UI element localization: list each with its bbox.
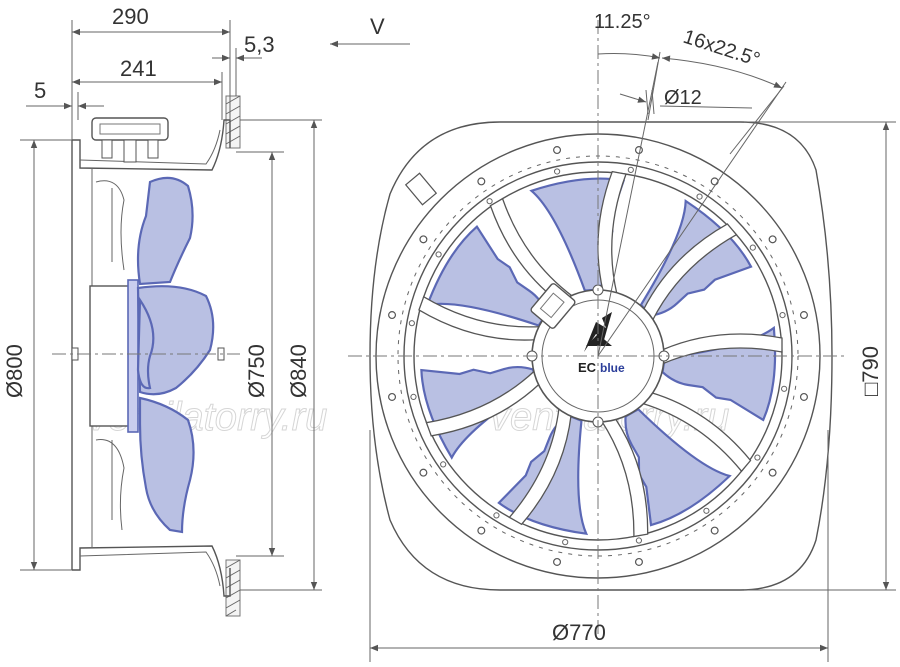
bolt-hole [799, 311, 808, 320]
dim-hole-dia: Ø12 [664, 87, 702, 109]
support-strut [640, 391, 752, 473]
view-arrow: V [330, 14, 410, 48]
support-strut [642, 223, 738, 323]
dim-dia-770: Ø770 [552, 620, 606, 645]
bolt-hole [768, 468, 777, 477]
dim-depth-inner: 241 [120, 56, 157, 81]
dim-angle-offset: 11.25° [594, 11, 651, 33]
bolt-hole [634, 146, 643, 155]
motor-body [89, 285, 133, 427]
support-struts [418, 170, 783, 538]
side-blade-top [136, 176, 194, 286]
fan-blade [624, 407, 732, 527]
support-strut [489, 197, 575, 305]
logo-blue: blue [600, 361, 625, 375]
wall-hatch-bottom [225, 559, 241, 617]
bolt-hole [710, 526, 719, 535]
ring-hole [754, 454, 761, 461]
ring-hole [696, 193, 703, 200]
bolt-hole [634, 557, 643, 566]
dim-dia-800: Ø800 [2, 344, 27, 398]
side-blade-middle [136, 285, 215, 396]
dim-offset-5-3: 5,3 [244, 32, 275, 57]
bolt-hole [553, 557, 562, 566]
ring-hole [779, 311, 786, 319]
bolt-hole [710, 177, 719, 186]
side-blade-lower [138, 396, 195, 534]
dim-dia-750: Ø750 [244, 344, 269, 398]
ring-hole [627, 166, 634, 173]
bolt-hole [477, 526, 486, 535]
bolt-hole [768, 235, 777, 244]
view-label: V [370, 14, 385, 39]
support-strut [661, 333, 783, 365]
wall-hatch-top [225, 95, 241, 149]
ring-hole [749, 244, 756, 251]
logo-ec: EC [578, 360, 597, 375]
ring-hole [553, 168, 561, 175]
ring-hole [493, 512, 500, 519]
ring-hole [562, 539, 569, 546]
ring-hole [703, 507, 710, 514]
support-strut [425, 369, 541, 437]
bolt-hole [477, 177, 486, 186]
bolt-hole [419, 235, 428, 244]
ring-hole [781, 385, 788, 392]
terminal-box [91, 117, 169, 163]
bolt-hole [419, 468, 428, 477]
fan-blade [425, 225, 549, 327]
ring-hole [435, 251, 442, 258]
bolt-hole [388, 392, 397, 401]
bolt-hole [388, 311, 397, 320]
dim-offset-5: 5 [34, 78, 46, 103]
dim-hole-pattern: 16x22.5° [680, 26, 762, 71]
front-view: EC blue 11.25° 16x22.5° Ø12 □790 Ø770 [348, 11, 896, 662]
support-strut [418, 295, 542, 341]
side-view: 290 241 5 5,3 Ø800 Ø750 Ø840 [2, 4, 322, 617]
bolt-hole [799, 392, 808, 401]
dim-square-790: □790 [858, 346, 883, 396]
support-strut [508, 406, 572, 526]
ring-hole [635, 537, 643, 544]
support-strut [600, 417, 649, 538]
ring-hole [408, 320, 415, 327]
bolt-hole [553, 146, 562, 155]
ring-hole [410, 393, 417, 401]
ring-hole [486, 198, 493, 205]
ring-hole [440, 461, 447, 468]
bolt-holes [388, 146, 808, 566]
dim-dia-840: Ø840 [286, 344, 311, 398]
mounting-plate [369, 121, 833, 591]
dim-depth-total: 290 [112, 4, 149, 29]
